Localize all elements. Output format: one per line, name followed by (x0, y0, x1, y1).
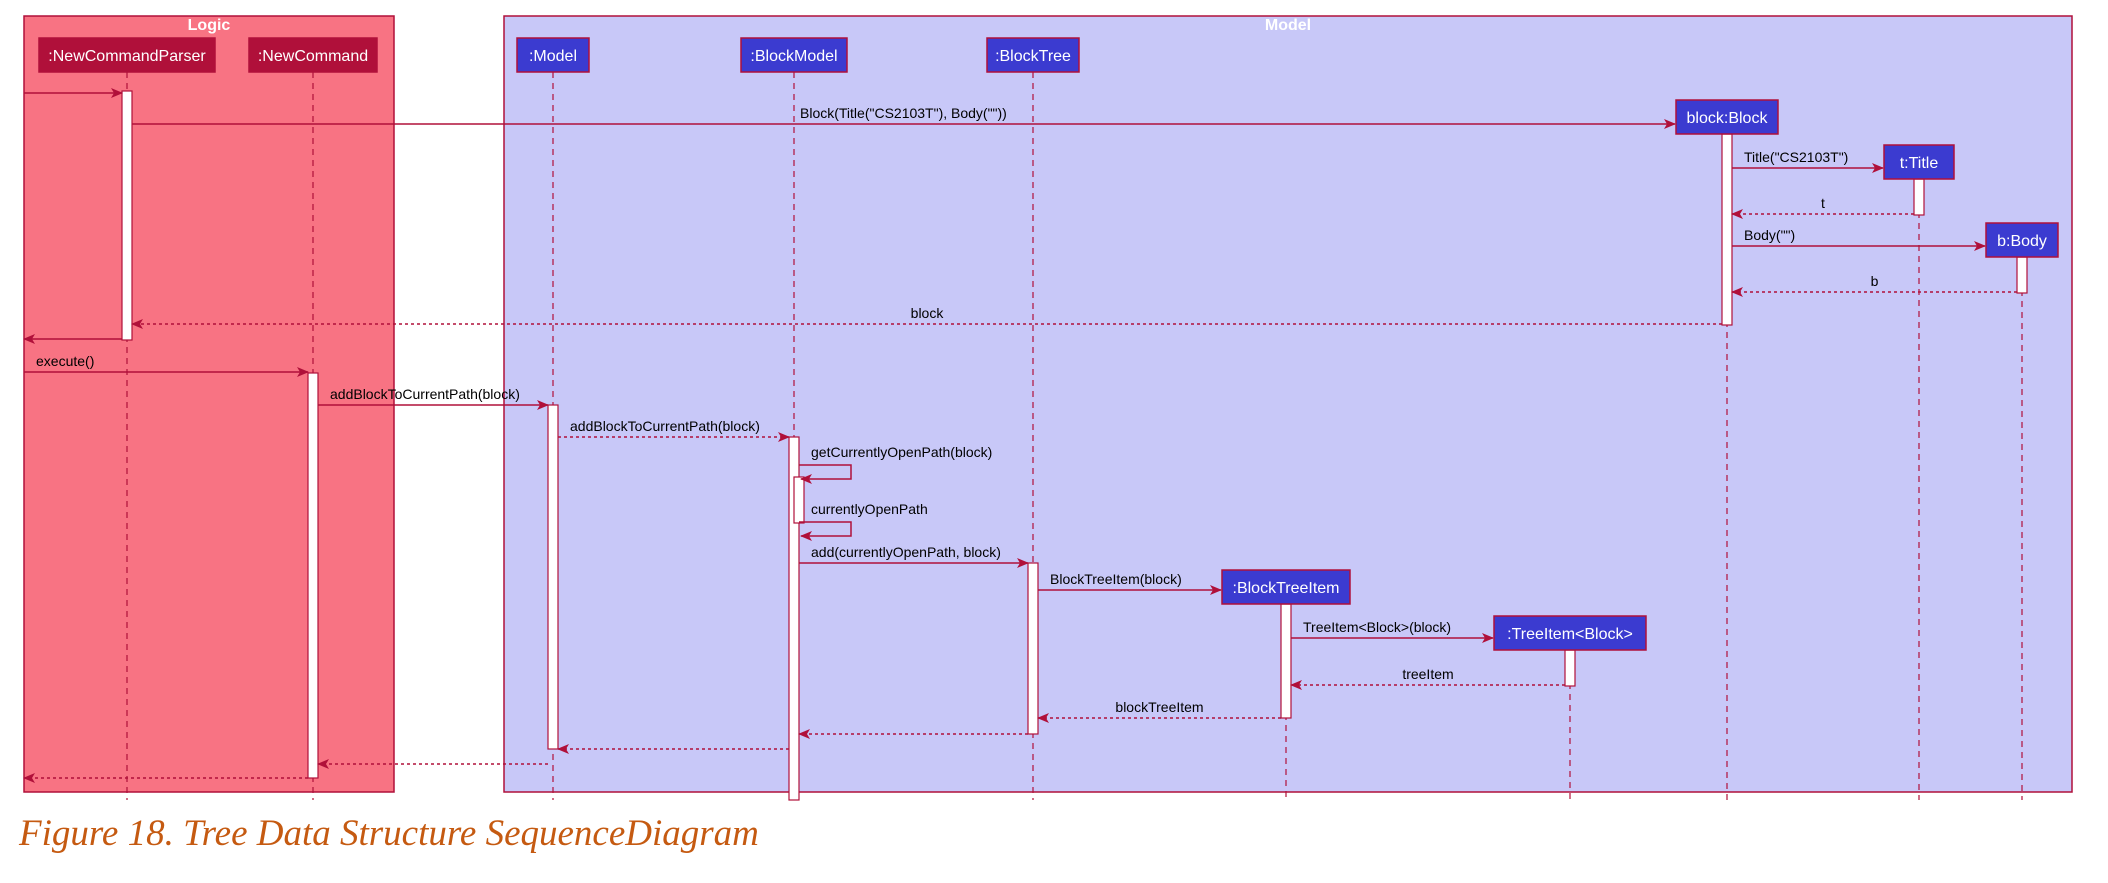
message-m2: Title("CS2103T") (1732, 149, 1884, 173)
message-m11-label: getCurrentlyOpenPath(block) (811, 444, 992, 460)
message-m12: currentlyOpenPath (799, 501, 928, 541)
message-m12-arrow (799, 521, 852, 541)
frame-model-title: Model (1265, 17, 1311, 34)
participant-blockmodel-box (740, 37, 848, 73)
participant-body-box (1985, 222, 2059, 258)
message-m1: Block(Title("CS2103T"), Body("")) (132, 105, 1676, 129)
participant-blocktree-box (986, 37, 1080, 73)
message-m8: execute() (24, 353, 309, 377)
participant-blockmodel-label: :BlockModel (750, 48, 837, 65)
message-m14-label: BlockTreeItem(block) (1050, 571, 1182, 587)
message-m10-label: addBlockToCurrentPath(block) (570, 418, 760, 434)
participant-titem: :TreeItem<Block> (1493, 615, 1647, 651)
activation-blockmodel-6 (788, 436, 800, 801)
participant-title-box (1883, 144, 1955, 180)
participant-body: b:Body (1985, 222, 2059, 258)
activation-model-5 (547, 404, 559, 750)
frame-logic: Logic (23, 15, 395, 793)
message-m1-label: Block(Title("CS2103T"), Body("")) (800, 105, 1007, 121)
participant-titem-box (1493, 615, 1647, 651)
message-m9: addBlockToCurrentPath(block) (318, 386, 549, 410)
participant-blockmodel: :BlockModel (740, 37, 848, 73)
participant-model: :Model (516, 37, 590, 73)
participant-block-box (1675, 99, 1779, 135)
participant-parser-box (38, 37, 216, 73)
activation-btitem-9 (1280, 603, 1292, 719)
frame-logic-title: Logic (188, 17, 231, 34)
participant-parser-label: :NewCommandParser (48, 48, 206, 65)
activation-title-2 (1913, 178, 1925, 216)
activation-titem-10 (1564, 649, 1576, 687)
message-m15: TreeItem<Block>(block) (1291, 619, 1494, 643)
participant-block: block:Block (1675, 99, 1779, 135)
participant-btitem-box (1221, 569, 1351, 605)
figure-caption: Figure 18. Tree Data Structure SequenceD… (19, 813, 759, 854)
message-m5-label: b (1871, 273, 1879, 289)
message-m11-arrow (799, 464, 852, 484)
participant-title-label: t:Title (1900, 155, 1939, 172)
message-m13-label: add(currentlyOpenPath, block) (811, 544, 1001, 560)
participant-title: t:Title (1883, 144, 1955, 180)
activation-parser (121, 90, 133, 341)
message-m14: BlockTreeItem(block) (1038, 571, 1222, 595)
sequence-diagram: Logic Model Block(Title("CS2103T"), Body(… (23, 15, 2073, 801)
message-m17: blockTreeItem (1037, 699, 1281, 723)
participant-model-label: :Model (529, 48, 577, 65)
message-m16: treeItem (1290, 666, 1565, 690)
frame-logic-box (23, 15, 395, 793)
message-m6: block (131, 305, 1722, 329)
participant-newcmd-label: :NewCommand (258, 48, 368, 65)
message-m17-label: blockTreeItem (1115, 699, 1203, 715)
message-m12-label: currentlyOpenPath (811, 501, 928, 517)
message-m15-label: TreeItem<Block>(block) (1303, 619, 1451, 635)
participant-newcmd-box (248, 37, 378, 73)
activation-body-3 (2016, 256, 2028, 294)
message-m9-label: addBlockToCurrentPath(block) (330, 386, 520, 402)
activation-newcmd-4 (307, 372, 319, 779)
participant-newcmd: :NewCommand (248, 37, 378, 73)
message-m16-label: treeItem (1402, 666, 1453, 682)
message-m6-label: block (911, 305, 945, 321)
message-m4: Body("") (1732, 227, 1986, 251)
message-m13: add(currentlyOpenPath, block) (799, 544, 1029, 568)
participant-btitem: :BlockTreeItem (1221, 569, 1351, 605)
message-m4-label: Body("") (1744, 227, 1795, 243)
participant-blocktree-label: :BlockTree (995, 48, 1071, 65)
activation-blockmodel-7 (793, 476, 805, 524)
participant-body-label: b:Body (1997, 233, 2047, 250)
participant-block-label: block:Block (1687, 110, 1769, 127)
participant-model-box (516, 37, 590, 73)
message-m10: addBlockToCurrentPath(block) (558, 418, 790, 442)
activation-blocktree-8 (1027, 562, 1039, 735)
message-m3-label: t (1821, 195, 1825, 211)
participant-blocktree: :BlockTree (986, 37, 1080, 73)
participant-titem-label: :TreeItem<Block> (1507, 626, 1633, 643)
participant-btitem-label: :BlockTreeItem (1233, 580, 1340, 597)
message-m2-label: Title("CS2103T") (1744, 149, 1848, 165)
activation-block-1 (1721, 133, 1733, 326)
message-m3: t (1731, 195, 1914, 219)
message-m8-label: execute() (36, 353, 94, 369)
participant-parser: :NewCommandParser (38, 37, 216, 73)
message-m11: getCurrentlyOpenPath(block) (799, 444, 992, 484)
message-m5: b (1731, 273, 2017, 297)
